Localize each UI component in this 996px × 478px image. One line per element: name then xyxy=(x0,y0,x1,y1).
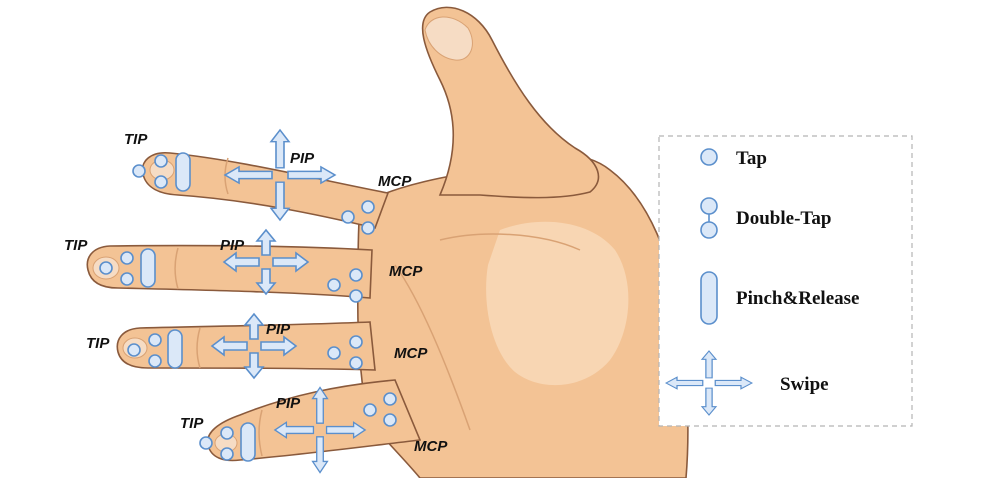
tap-icon xyxy=(700,148,718,166)
joint-labels: TIP PIP MCP TIP PIP MCP TIP PIP MCP TIP … xyxy=(64,131,448,455)
double-tap-icon xyxy=(349,356,363,370)
pip-label: PIP xyxy=(290,150,315,167)
legend-label-swipe: Swipe xyxy=(780,374,829,395)
double-tap-icon xyxy=(148,354,162,368)
pinch-release-icon xyxy=(167,329,183,369)
pinch-release-icon xyxy=(240,422,256,462)
pip-label: PIP xyxy=(266,321,291,338)
tap-icon xyxy=(363,403,377,417)
tap-icon xyxy=(327,278,341,292)
pinch-release-icon xyxy=(700,271,718,325)
double-tap-icon xyxy=(120,272,134,286)
mcp-label: MCP xyxy=(394,345,428,362)
pinch-release-icon xyxy=(175,152,191,192)
double-tap-icon xyxy=(154,154,168,168)
tip-label: TIP xyxy=(124,131,148,148)
gesture-markers xyxy=(99,129,397,474)
palm-crease-2 xyxy=(439,233,581,251)
double-tap-icon xyxy=(349,335,363,349)
thumb-nail xyxy=(424,16,473,61)
double-tap-icon xyxy=(154,175,168,189)
double-tap-icon xyxy=(700,221,718,239)
pip-label: PIP xyxy=(220,237,245,254)
mcp-label: MCP xyxy=(378,173,412,190)
double-tap-icon xyxy=(361,200,375,214)
double-tap-icon xyxy=(349,289,363,303)
double-tap-icon xyxy=(148,333,162,347)
double-tap-icon xyxy=(361,221,375,235)
ring-crease xyxy=(196,327,201,369)
tap-icon xyxy=(127,343,141,357)
pip-label: PIP xyxy=(276,395,301,412)
tip-label: TIP xyxy=(180,415,204,432)
mcp-label: MCP xyxy=(414,438,448,455)
double-tap-icon xyxy=(700,197,718,215)
palm-crease xyxy=(394,264,471,431)
tip-label: TIP xyxy=(86,335,110,352)
legend-label-tap: Tap xyxy=(736,148,767,169)
double-tap-icon xyxy=(349,268,363,282)
tip-label: TIP xyxy=(64,237,88,254)
legend-label-pinch-release: Pinch&Release xyxy=(736,288,859,309)
double-tap-icon xyxy=(220,447,234,461)
double-tap-icon xyxy=(383,413,397,427)
index-crease xyxy=(224,157,229,195)
pinch-release-icon xyxy=(140,248,156,288)
double-tap-icon xyxy=(220,426,234,440)
tap-icon xyxy=(199,436,213,450)
double-tap-icon xyxy=(383,392,397,406)
tap-icon xyxy=(327,346,341,360)
legend-label-double-tap: Double-Tap xyxy=(736,208,831,229)
pinky-crease xyxy=(258,409,263,457)
legend: Tap Double-Tap Pinch&Release Swipe xyxy=(658,135,913,427)
tap-icon xyxy=(341,210,355,224)
hand-illustration xyxy=(86,6,689,478)
tap-icon xyxy=(99,261,113,275)
double-tap-icon xyxy=(120,251,134,265)
mcp-label: MCP xyxy=(389,263,423,280)
palm-highlight xyxy=(486,221,629,386)
tap-icon xyxy=(132,164,146,178)
middle-crease xyxy=(174,247,179,290)
